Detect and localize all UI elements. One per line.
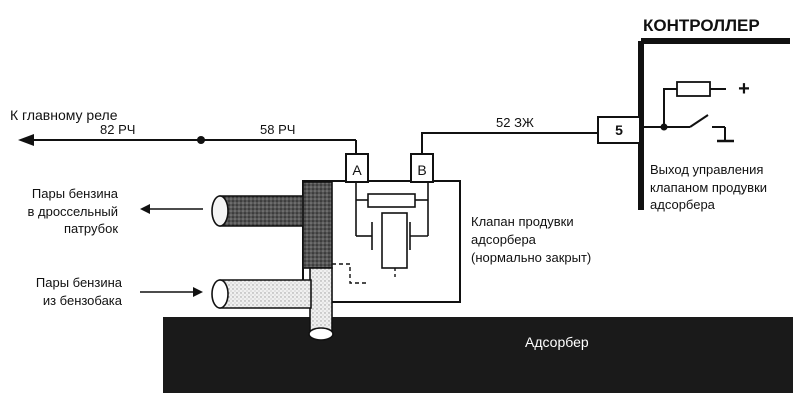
wire-52-label: 52 ЗЖ (496, 115, 534, 130)
wire-82-label: 82 РЧ (100, 122, 135, 137)
vertical-pipe (302, 181, 334, 341)
tank-label-1: Пары бензина (36, 275, 123, 290)
tank-arrow (140, 287, 203, 297)
pin-b-label: В (417, 162, 426, 178)
throttle-label-2: в дроссельный (27, 204, 118, 219)
controller-output-label-1: Выход управления (650, 162, 763, 177)
tank-label-2: из бензобака (43, 293, 123, 308)
controller-output-label-2: клапаном продувки (650, 180, 767, 195)
throttle-label-3: патрубок (64, 221, 118, 236)
valve-internals (332, 183, 429, 284)
controller-pin-label: 5 (615, 122, 623, 138)
valve-label-2: адсорбера (471, 232, 537, 247)
tank-pipe (211, 279, 312, 309)
controller-pin-5 (597, 116, 641, 144)
pin-b: В (410, 153, 434, 183)
controller-block: 5 (597, 38, 790, 210)
main-relay-label: К главному реле (10, 107, 118, 123)
wire-to-relay (18, 134, 357, 154)
wire-to-controller (421, 132, 597, 154)
throttle-arrow (140, 204, 203, 214)
valve-label-1: Клапан продувки (471, 214, 574, 229)
pin-a-label: А (352, 162, 362, 178)
adsorber-label: Адсорбер (525, 334, 589, 350)
controller-output-label-3: адсорбера (650, 197, 716, 212)
valve-label-3: (нормально закрыт) (471, 250, 591, 265)
adsorber-body (163, 317, 793, 393)
wire-58-label: 58 РЧ (260, 122, 295, 137)
throttle-label-1: Пары бензина (32, 186, 119, 201)
controller-title: КОНТРОЛЛЕР (643, 16, 760, 35)
controller-plus-sign: + (738, 78, 750, 100)
pin-a: А (345, 153, 369, 183)
